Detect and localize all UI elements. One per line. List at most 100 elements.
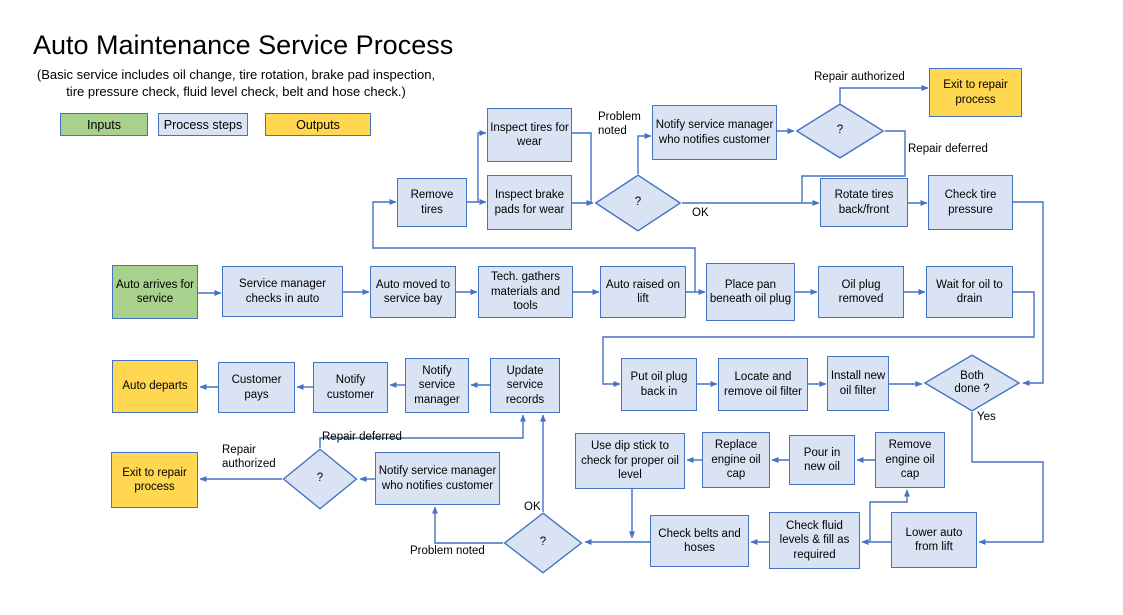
node-label: Place pan beneath oil plug (709, 278, 792, 306)
node-label: Auto departs (122, 380, 188, 393)
node-exit-repair-bottom: Exit to repair process (111, 452, 198, 508)
label-repair-authorized-left: Repair authorized (222, 444, 276, 470)
node-label: Oil plug removed (838, 278, 884, 306)
node-check-tire-pressure: Check tire pressure (928, 175, 1013, 230)
decision-label: ? (634, 196, 642, 209)
diamond-shape (503, 512, 583, 574)
node-lower-auto: Lower auto from lift (891, 512, 977, 568)
node-remove-oil-cap: Remove engine oil cap (875, 432, 945, 488)
node-auto-departs: Auto departs (112, 360, 198, 413)
edge-problem-noted-bottom (432, 506, 503, 544)
node-inspect-brake-pads: Inspect brake pads for wear (487, 175, 572, 230)
decision-repair-left: ? (282, 448, 358, 510)
edge-repair-deferred-top (801, 130, 906, 202)
node-label: Exit to repair process (943, 79, 1008, 106)
node-place-pan: Place pan beneath oil plug (706, 263, 795, 321)
decision-label: Both done ? (954, 369, 990, 396)
node-tech-gathers: Tech. gathers materials and tools (478, 266, 573, 318)
node-notify-sm-bottom: Notify service manager who notifies cust… (375, 452, 500, 505)
decision-repair-top: ? (795, 103, 885, 159)
node-label: Tech. gathers materials and tools (490, 271, 561, 313)
node-label: Notify service manager who notifies cust… (655, 119, 774, 146)
legend-inputs: Inputs (60, 113, 148, 136)
node-auto-raised: Auto raised on lift (600, 266, 686, 318)
node-auto-moved: Auto moved to service bay (370, 266, 456, 318)
edge-repair-deferred-left (319, 414, 526, 448)
edge-branch-to-removecap (869, 489, 910, 542)
node-label: Notify service manager (414, 364, 460, 406)
subtitle-line-1: (Basic service includes oil change, tire… (36, 67, 436, 82)
edge-yes-to-lower (971, 412, 1044, 545)
node-label: Auto arrives for service (116, 278, 194, 306)
node-label: Use dip stick to check for proper oil le… (581, 440, 679, 482)
diamond-shape (923, 354, 1021, 412)
label-repair-deferred-left: Repair deferred (322, 431, 402, 443)
edge-wait-to-putplug (602, 291, 1035, 387)
decision-label: ? (836, 124, 844, 137)
node-label: Remove engine oil cap (885, 439, 935, 481)
node-label: Update service records (505, 364, 545, 406)
edge-problem-noted-top (637, 133, 652, 174)
node-use-dipstick: Use dip stick to check for proper oil le… (575, 433, 685, 489)
legend-process-steps: Process steps (158, 113, 248, 136)
label-repair-deferred-top: Repair deferred (908, 143, 988, 155)
node-label: Customer pays (231, 374, 282, 401)
diamond-shape (594, 174, 682, 232)
legend-outputs: Outputs (265, 113, 371, 136)
node-notify-customer: Notify customer (313, 362, 388, 413)
diamond-shape (282, 448, 358, 510)
node-notify-sm-top: Notify service manager who notifies cust… (652, 105, 777, 160)
legend-process-steps-label: Process steps (163, 117, 243, 132)
node-label: Pour in new oil (803, 446, 841, 474)
node-inspect-tires: Inspect tires for wear (487, 108, 572, 162)
node-label: Inspect brake pads for wear (494, 189, 565, 216)
node-label: Locate and remove oil filter (724, 371, 802, 398)
node-label: Check fluid levels & fill as required (779, 519, 850, 561)
node-label: Service manager checks in auto (239, 278, 326, 305)
node-pour-new-oil: Pour in new oil (789, 435, 855, 485)
decision-both-done: Both done ? (923, 354, 1021, 412)
edge-inspecttires-down (572, 132, 592, 203)
edge-pressure-to-bothdone (1013, 201, 1044, 386)
node-update-records: Update service records (490, 358, 560, 413)
node-label: Notify customer (326, 374, 375, 401)
node-exit-repair-top: Exit to repair process (929, 68, 1022, 117)
label-ok-bottom: OK (524, 501, 541, 513)
node-install-filter: Install new oil filter (827, 356, 889, 411)
node-check-belts: Check belts and hoses (650, 515, 749, 567)
node-notify-service-manager: Notify service manager (405, 358, 469, 413)
node-label: Auto raised on lift (605, 278, 681, 306)
decision-label: ? (316, 472, 324, 485)
node-auto-arrives: Auto arrives for service (112, 265, 198, 319)
decision-label: ? (539, 536, 547, 549)
node-label: Rotate tires back/front (834, 189, 894, 216)
node-replace-oil-cap: Replace engine oil cap (702, 432, 770, 488)
node-label: Replace engine oil cap (711, 439, 761, 481)
node-label: Lower auto from lift (905, 526, 963, 554)
label-repair-authorized-top: Repair authorized (814, 71, 905, 83)
node-label: Install new oil filter (830, 370, 886, 397)
node-label: Check belts and hoses (658, 527, 741, 555)
node-label: Auto moved to service bay (375, 278, 451, 306)
node-check-fluids: Check fluid levels & fill as required (769, 512, 860, 569)
diamond-shape (795, 103, 885, 159)
node-wait-for-oil: Wait for oil to drain (926, 266, 1013, 318)
edge-branch-to-removetires (372, 199, 696, 292)
node-label: Wait for oil to drain (936, 278, 1003, 306)
node-label: Put oil plug back in (630, 371, 688, 398)
label-problem-noted-bottom: Problem noted (410, 545, 485, 557)
node-oil-plug-removed: Oil plug removed (818, 266, 904, 318)
subtitle: (Basic service includes oil change, tire… (30, 66, 442, 100)
label-problem-noted-top: Problem noted (598, 111, 641, 137)
node-label: Notify service manager who notifies cust… (378, 465, 497, 492)
subtitle-line-2: tire pressure check, fluid level check, … (66, 84, 406, 99)
edge-removetires-to-inspecttires (477, 130, 487, 202)
node-put-oil-plug: Put oil plug back in (621, 358, 697, 411)
label-yes: Yes (977, 411, 996, 423)
node-label: Inspect tires for wear (490, 121, 569, 149)
decision-final-ok: ? (503, 512, 583, 574)
node-remove-tires: Remove tires (397, 178, 467, 227)
legend-inputs-label: Inputs (86, 117, 122, 132)
